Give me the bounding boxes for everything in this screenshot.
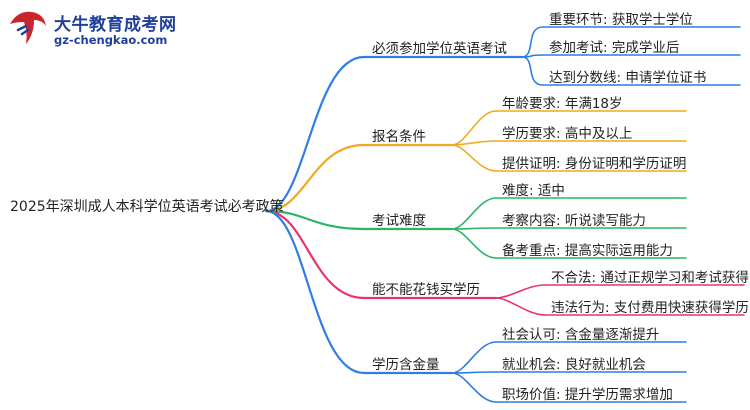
site-logo[interactable]: 大牛教育成考网 gz-chengkao.com — [4, 4, 204, 56]
leaf-topic: 提供证明: 身份证明和学历证明 — [502, 156, 687, 172]
branch-connector — [264, 143, 366, 213]
logo-title: 大牛教育成考网 — [54, 15, 177, 35]
branch-topic: 学历含金量 — [372, 357, 440, 373]
leaf-connector — [495, 284, 546, 299]
leaf-topic: 学历要求: 高中及以上 — [502, 126, 633, 142]
leaf-topic: 职场价值: 提升学历需求增加 — [502, 387, 673, 403]
leaf-connector — [451, 341, 497, 374]
leaf-connector — [451, 144, 497, 172]
branch-topic: 能不能花钱买学历 — [372, 282, 480, 298]
leaf-connector — [451, 227, 497, 230]
leaf-topic: 违法行为: 支付费用快速获得学历 — [551, 300, 749, 316]
leaf-topic: 不合法: 通过正规学习和考试获得 — [551, 270, 749, 286]
branch-connector — [264, 209, 366, 300]
leaf-connector — [451, 110, 497, 146]
leaf-topic: 重要环节: 获取学士学位 — [549, 12, 693, 28]
leaf-topic: 难度: 适中 — [502, 183, 565, 199]
leaf-topic: 达到分数线: 申请学位证书 — [549, 70, 707, 86]
branch-connector — [264, 55, 366, 213]
root-topic: 2025年深圳成人本科学位英语考试必考政策 — [10, 199, 284, 215]
leaf-connector — [451, 228, 497, 259]
leaf-topic: 就业机会: 良好就业机会 — [502, 357, 646, 373]
leaf-topic: 参加考试: 完成学业后 — [549, 40, 680, 56]
bull-logo-icon — [10, 11, 46, 44]
leaf-topic: 社会认可: 含金量逐渐提升 — [502, 327, 660, 343]
branch-topic: 考试难度 — [372, 213, 426, 229]
branch-connector — [264, 209, 366, 231]
leaf-connector — [451, 371, 497, 374]
leaf-connector — [521, 56, 544, 86]
logo-url: gz-chengkao.com — [54, 33, 168, 47]
branch-topic: 报名条件 — [372, 129, 426, 145]
branch-connector — [264, 209, 366, 375]
leaf-connector — [451, 197, 497, 230]
leaf-topic: 考察内容: 听说读写能力 — [502, 213, 646, 229]
branch-topic: 必须参加学位英语考试 — [372, 41, 507, 57]
leaf-topic: 备考重点: 提高实际运用能力 — [502, 243, 673, 259]
leaf-connector — [521, 26, 544, 58]
leaf-connector — [495, 297, 546, 316]
leaf-connector — [451, 372, 497, 403]
leaf-topic: 年龄要求: 年满18岁 — [502, 96, 623, 112]
